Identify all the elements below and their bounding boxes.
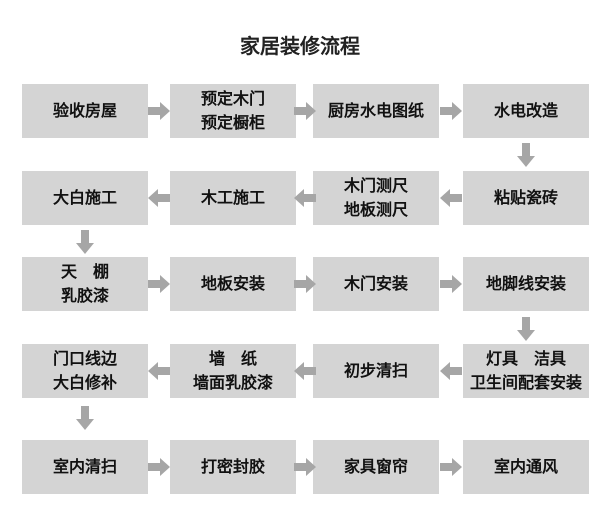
arrow-right-icon	[148, 102, 170, 120]
step-label: 初步清扫	[343, 361, 408, 380]
step-box-8: 大白施工	[22, 171, 148, 225]
arrow-right-icon	[293, 102, 316, 120]
arrow-right-icon	[148, 275, 170, 293]
step-box-4: 水电改造	[463, 84, 589, 138]
step-box-2: 预定木门预定橱柜	[170, 84, 296, 138]
step-box-19: 家具窗帘	[313, 440, 439, 494]
step-label: 乳胶漆	[60, 286, 109, 305]
step-label: 打密封胶	[200, 457, 265, 476]
arrow-left-icon	[440, 189, 462, 207]
diagram-title: 家居装修流程	[240, 34, 360, 58]
step-label: 室内清扫	[52, 457, 117, 476]
step-label: 家具窗帘	[343, 457, 408, 476]
step-label: 墙面乳胶漆	[192, 373, 273, 392]
step-box-20: 室内通风	[463, 440, 589, 494]
arrow-right-icon	[293, 458, 316, 476]
step-label: 大白施工	[52, 188, 117, 207]
arrow-left-icon	[293, 362, 316, 380]
arrow-down-icon	[76, 230, 94, 254]
step-label: 水电改造	[493, 101, 558, 120]
step-label: 卫生间配套安装	[469, 373, 582, 392]
step-box-10: 地板安装	[170, 257, 296, 311]
arrow-down-icon	[517, 143, 535, 167]
step-box-7: 木工施工	[170, 171, 296, 225]
step-label: 室内通风	[493, 457, 558, 476]
step-label: 预定橱柜	[200, 113, 265, 132]
step-box-17: 室内清扫	[22, 440, 148, 494]
step-label: 大白修补	[52, 373, 117, 392]
arrow-left-icon	[148, 189, 170, 207]
arrow-left-icon	[293, 189, 316, 207]
step-box-3: 厨房水电图纸	[313, 84, 439, 138]
step-label: 灯具 洁具	[485, 349, 566, 368]
step-label: 厨房水电图纸	[327, 101, 424, 120]
step-label: 门口线边	[52, 349, 117, 368]
arrow-left-icon	[440, 362, 462, 380]
step-box-14: 初步清扫	[313, 344, 439, 398]
step-label: 预定木门	[200, 89, 265, 108]
step-label: 木门安装	[343, 274, 408, 293]
step-box-12: 地脚线安装	[463, 257, 589, 311]
step-box-18: 打密封胶	[170, 440, 296, 494]
arrow-right-icon	[440, 458, 462, 476]
step-label: 木工施工	[200, 188, 265, 207]
step-label: 墙 纸	[208, 349, 257, 368]
step-box-11: 木门安装	[313, 257, 439, 311]
step-box-15: 墙 纸墙面乳胶漆	[170, 344, 296, 398]
arrow-right-icon	[440, 275, 462, 293]
step-box-13: 灯具 洁具卫生间配套安装	[463, 344, 589, 398]
step-box-16: 门口线边大白修补	[22, 344, 148, 398]
step-label: 验收房屋	[52, 101, 117, 120]
step-label: 木门测尺	[343, 176, 408, 195]
step-label: 粘贴瓷砖	[493, 188, 558, 207]
arrow-down-icon	[517, 317, 535, 341]
arrow-right-icon	[293, 275, 316, 293]
arrow-right-icon	[148, 458, 170, 476]
arrow-down-icon	[76, 406, 94, 430]
step-label: 地板测尺	[343, 200, 408, 219]
step-box-9: 天 棚乳胶漆	[22, 257, 148, 311]
step-box-5: 粘贴瓷砖	[463, 171, 589, 225]
step-box-6: 木门测尺地板测尺	[313, 171, 439, 225]
step-box-1: 验收房屋	[22, 84, 148, 138]
step-label: 地脚线安装	[485, 274, 566, 293]
arrow-right-icon	[440, 102, 462, 120]
step-label: 天 棚	[60, 262, 109, 281]
step-label: 地板安装	[200, 274, 265, 293]
arrow-left-icon	[148, 362, 170, 380]
